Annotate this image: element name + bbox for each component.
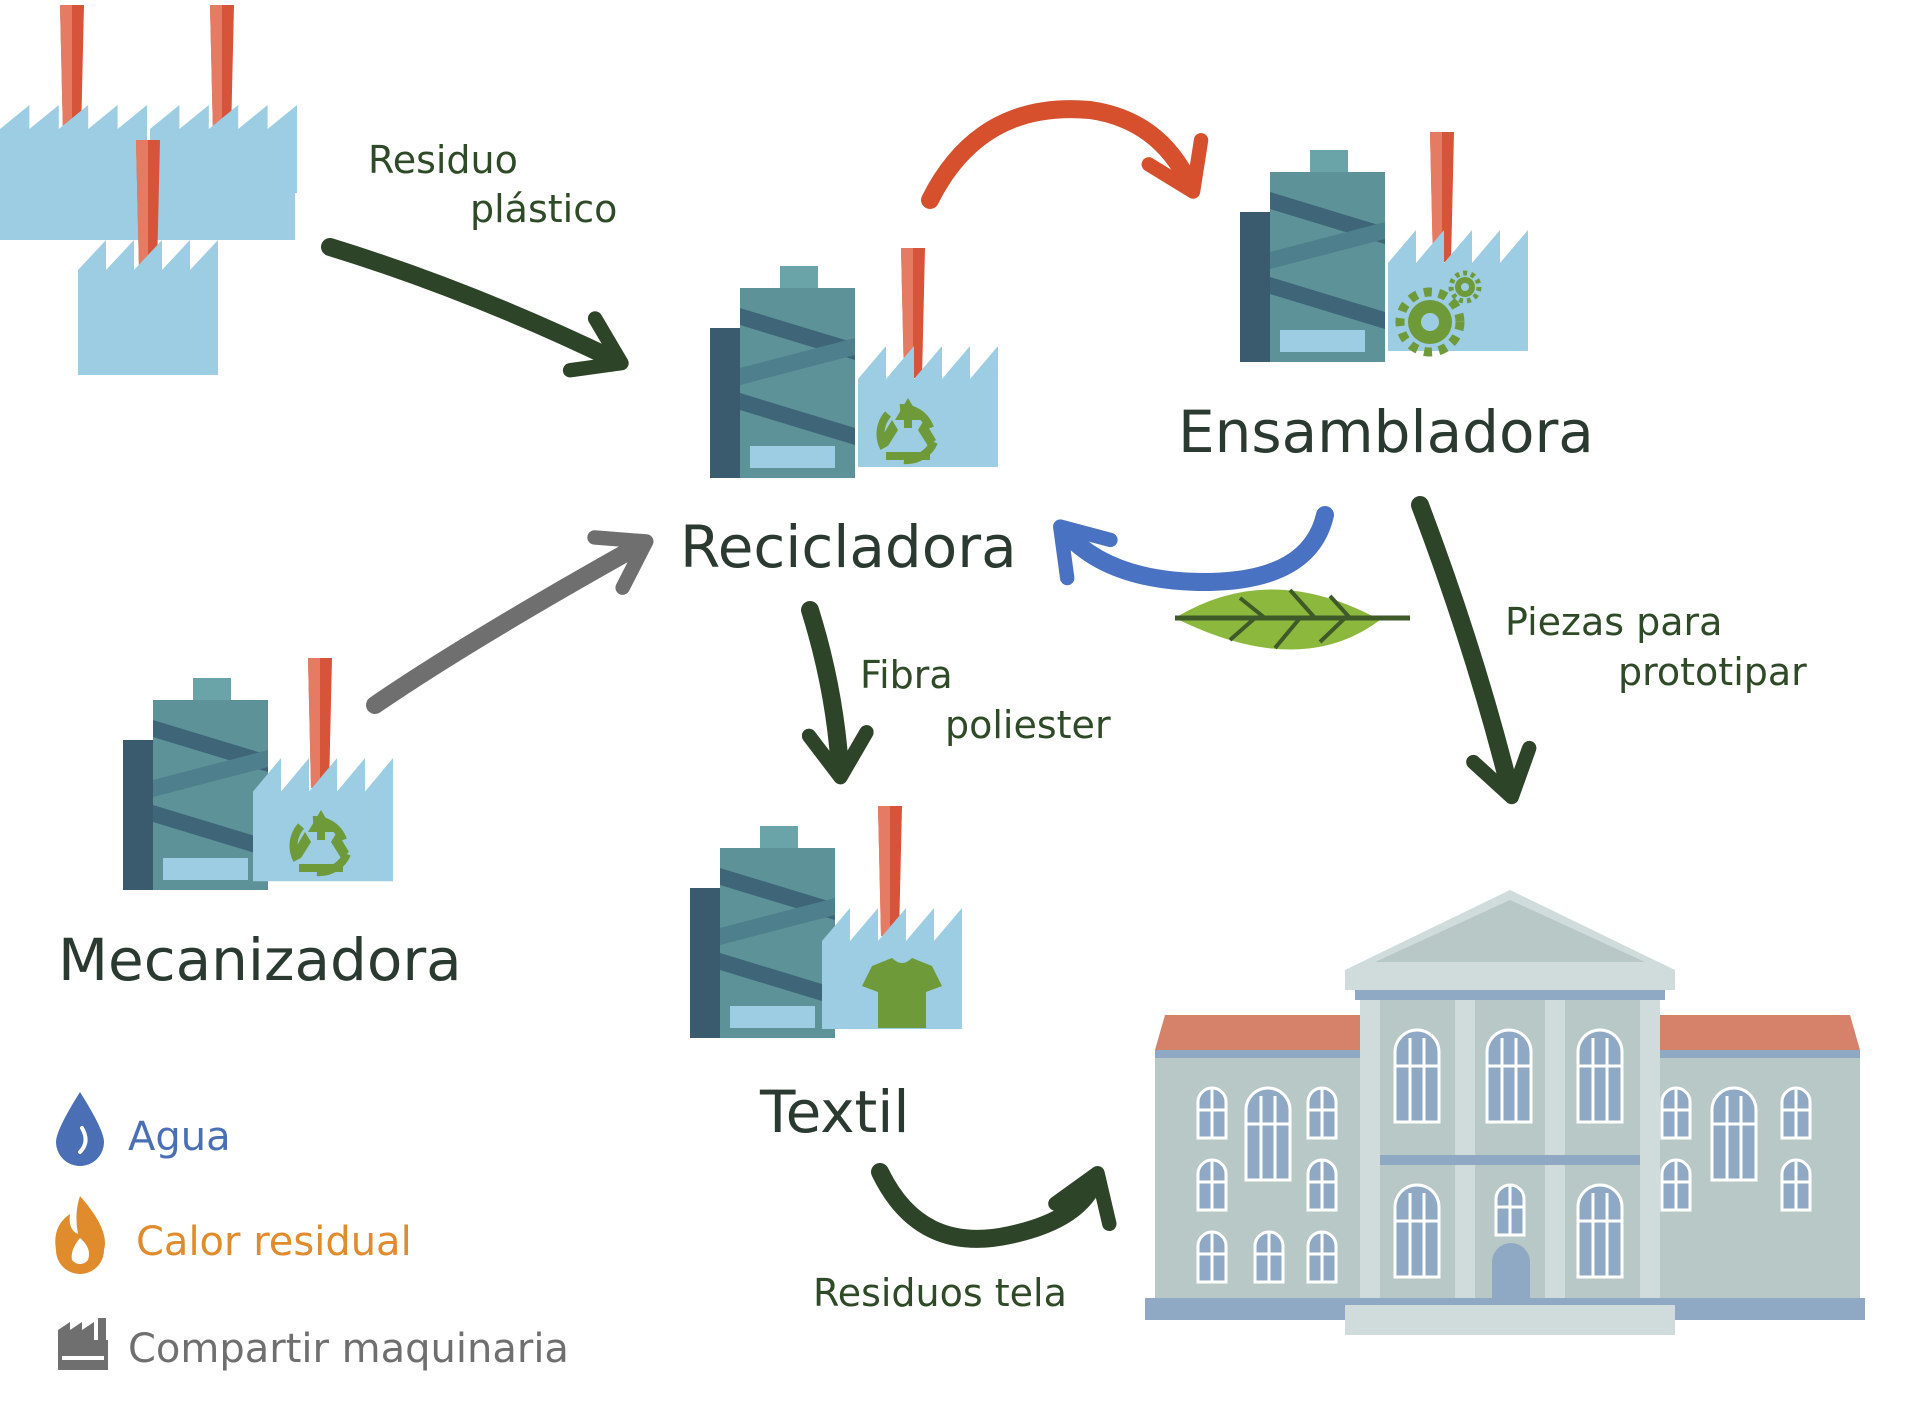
mecanizadora-factory-icon	[123, 658, 393, 890]
water-drop-icon	[56, 1092, 104, 1166]
factory-icon	[58, 1318, 108, 1370]
flow-label-plastico: plástico	[470, 187, 617, 231]
flow-label-prototipar: prototipar	[1618, 650, 1807, 694]
gear-icon	[1395, 270, 1482, 357]
arrow-residuo-plastico	[321, 238, 629, 378]
flow-label-residuos-tela: Residuos tela	[813, 1271, 1067, 1315]
flow-label-fibra: Fibra	[860, 653, 953, 697]
node-label-mecanizadora: Mecanizadora	[58, 926, 462, 994]
legend-label-compartir-maquinaria: Compartir maquinaria	[128, 1326, 569, 1372]
node-label-recicladora: Recicladora	[680, 513, 1017, 581]
node-label-ensambladora: Ensambladora	[1178, 398, 1594, 466]
legend: Agua Calor residual Compartir maquinaria	[55, 1092, 569, 1372]
arrow-compartir-maquinaria	[366, 530, 654, 714]
ensambladora-factory-icon	[1240, 132, 1528, 362]
plastic-waste-factories-icon	[0, 5, 297, 375]
recicladora-factory-icon	[710, 248, 998, 478]
flame-icon	[55, 1196, 105, 1274]
flow-label-poliester: poliester	[945, 703, 1111, 747]
textil-factory-icon	[690, 806, 962, 1038]
tshirt-icon	[862, 958, 942, 1028]
arrow-residuos-tela	[871, 1163, 1117, 1248]
legend-label-agua: Agua	[128, 1114, 231, 1160]
legend-label-calor-residual: Calor residual	[136, 1219, 412, 1265]
flow-label-residuo: Residuo	[368, 138, 518, 182]
arrow-fibra-poliester	[801, 601, 874, 785]
arrow-piezas-prototipar	[1411, 496, 1537, 805]
flow-label-piezas-para: Piezas para	[1505, 600, 1722, 644]
arrow-calor-residual	[921, 100, 1209, 209]
node-label-textil: Textil	[759, 1078, 910, 1146]
university-building-icon	[1145, 890, 1865, 1335]
leaf-icon	[1175, 588, 1410, 650]
arrow-agua	[1053, 506, 1334, 592]
